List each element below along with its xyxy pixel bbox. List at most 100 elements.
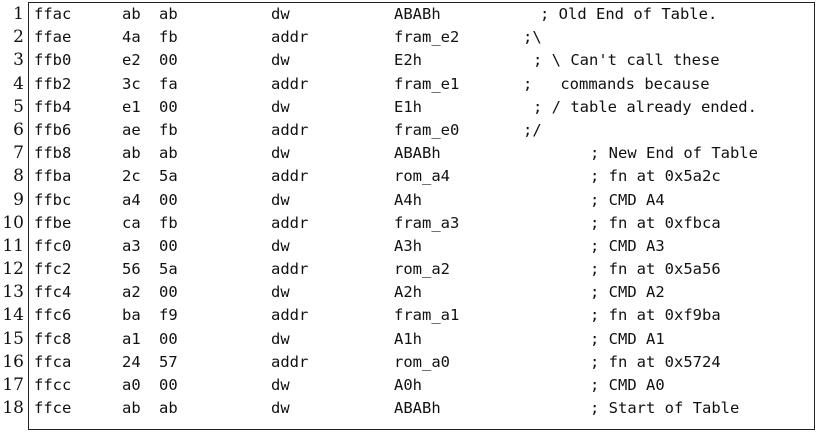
comment-cell: ; Old End of Table.: [540, 5, 718, 23]
directive-cell: addr: [271, 260, 309, 279]
byte-high-cell: 5a: [159, 167, 178, 186]
address-cell: ffb4: [34, 97, 72, 116]
comment-cell: ; Start of Table: [590, 399, 740, 418]
byte-low-cell: a1: [122, 329, 141, 348]
address-cell: ffb0: [34, 51, 72, 70]
operand-cell: E2h: [394, 51, 422, 70]
comment-cell: ; / table already ended.: [533, 97, 757, 116]
byte-high-cell: ab: [159, 144, 178, 163]
byte-low-cell: 24: [122, 352, 141, 371]
comment-cell: ; commands because: [523, 74, 710, 93]
address-cell: ffbc: [34, 190, 72, 209]
line-number: 17: [2, 375, 24, 395]
comment-cell: ; fn at 0xfbca: [590, 213, 721, 232]
byte-low-cell: e2: [122, 51, 141, 70]
address-cell: ffc0: [34, 236, 72, 255]
comment-cell: ;\: [523, 28, 542, 47]
directive-cell: addr: [271, 120, 309, 139]
address-cell: ffc2: [34, 260, 72, 279]
directive-cell: addr: [271, 74, 309, 93]
line-number: 14: [2, 305, 24, 326]
code-frame: [28, 2, 815, 430]
byte-low-cell: ab: [122, 399, 141, 418]
operand-cell: ABABh: [394, 399, 441, 418]
byte-high-cell: 00: [159, 236, 178, 255]
operand-cell: fram_a3: [394, 213, 460, 232]
address-cell: ffc8: [34, 329, 72, 348]
directive-cell: dw: [271, 376, 290, 394]
line-number: 9: [13, 189, 24, 210]
byte-high-cell: 00: [159, 376, 178, 394]
byte-high-cell: 00: [159, 190, 178, 209]
comment-cell: ; fn at 0xf9ba: [590, 306, 721, 325]
operand-cell: rom_a0: [394, 352, 450, 371]
operand-cell: ABABh: [394, 5, 441, 23]
line-number: 5: [13, 96, 24, 117]
operand-cell: fram_e2: [394, 28, 460, 47]
address-cell: ffb8: [34, 144, 72, 163]
comment-cell: ; fn at 0x5724: [590, 352, 721, 371]
directive-cell: dw: [271, 97, 290, 116]
byte-low-cell: 56: [122, 260, 141, 279]
operand-cell: A2h: [394, 283, 422, 302]
directive-cell: dw: [271, 399, 290, 418]
address-cell: ffba: [34, 167, 72, 186]
address-cell: ffcc: [34, 376, 72, 394]
operand-cell: fram_a1: [394, 306, 460, 325]
directive-cell: dw: [271, 190, 290, 209]
line-number: 6: [13, 119, 24, 140]
line-number: 15: [2, 328, 24, 349]
operand-cell: ABABh: [394, 144, 441, 163]
directive-cell: dw: [271, 144, 290, 163]
byte-low-cell: 4a: [122, 28, 141, 47]
operand-cell: A1h: [394, 329, 422, 348]
line-number: 4: [13, 73, 24, 94]
comment-cell: ; CMD A4: [590, 190, 665, 209]
comment-cell: ; \ Can't call these: [533, 51, 720, 70]
line-number: 3: [13, 50, 24, 71]
line-number: 11: [2, 235, 24, 256]
line-number-gutter: 1 2 3 4 5 6 7 8 9 10 11 12 13 14 15 16 1…: [0, 3, 24, 420]
address-cell: ffb6: [34, 120, 72, 139]
operand-cell: rom_a4: [394, 167, 450, 186]
directive-cell: dw: [271, 51, 290, 70]
address-cell: ffbe: [34, 213, 72, 232]
line-number: 8: [13, 166, 24, 187]
byte-high-cell: 00: [159, 97, 178, 116]
line-number: 18: [2, 398, 24, 419]
address-cell: ffca: [34, 352, 72, 371]
byte-high-cell: 00: [159, 283, 178, 302]
comment-cell: ; fn at 0x5a2c: [590, 167, 721, 186]
byte-low-cell: ae: [122, 120, 141, 139]
line-number: 16: [2, 351, 24, 372]
address-cell: ffb2: [34, 74, 72, 93]
operand-cell: A3h: [394, 236, 422, 255]
byte-high-cell: 57: [159, 352, 178, 371]
comment-cell: ;/: [523, 120, 542, 139]
address-cell: ffc4: [34, 283, 72, 302]
byte-high-cell: ab: [159, 5, 178, 23]
byte-high-cell: f9: [159, 306, 178, 325]
comment-cell: ; CMD A3: [590, 236, 665, 255]
byte-low-cell: a2: [122, 283, 141, 302]
operand-cell: E1h: [394, 97, 422, 116]
byte-low-cell: a3: [122, 236, 141, 255]
address-cell: ffce: [34, 399, 72, 418]
directive-cell: dw: [271, 283, 290, 302]
line-number: 7: [13, 143, 24, 164]
operand-cell: rom_a2: [394, 260, 450, 279]
